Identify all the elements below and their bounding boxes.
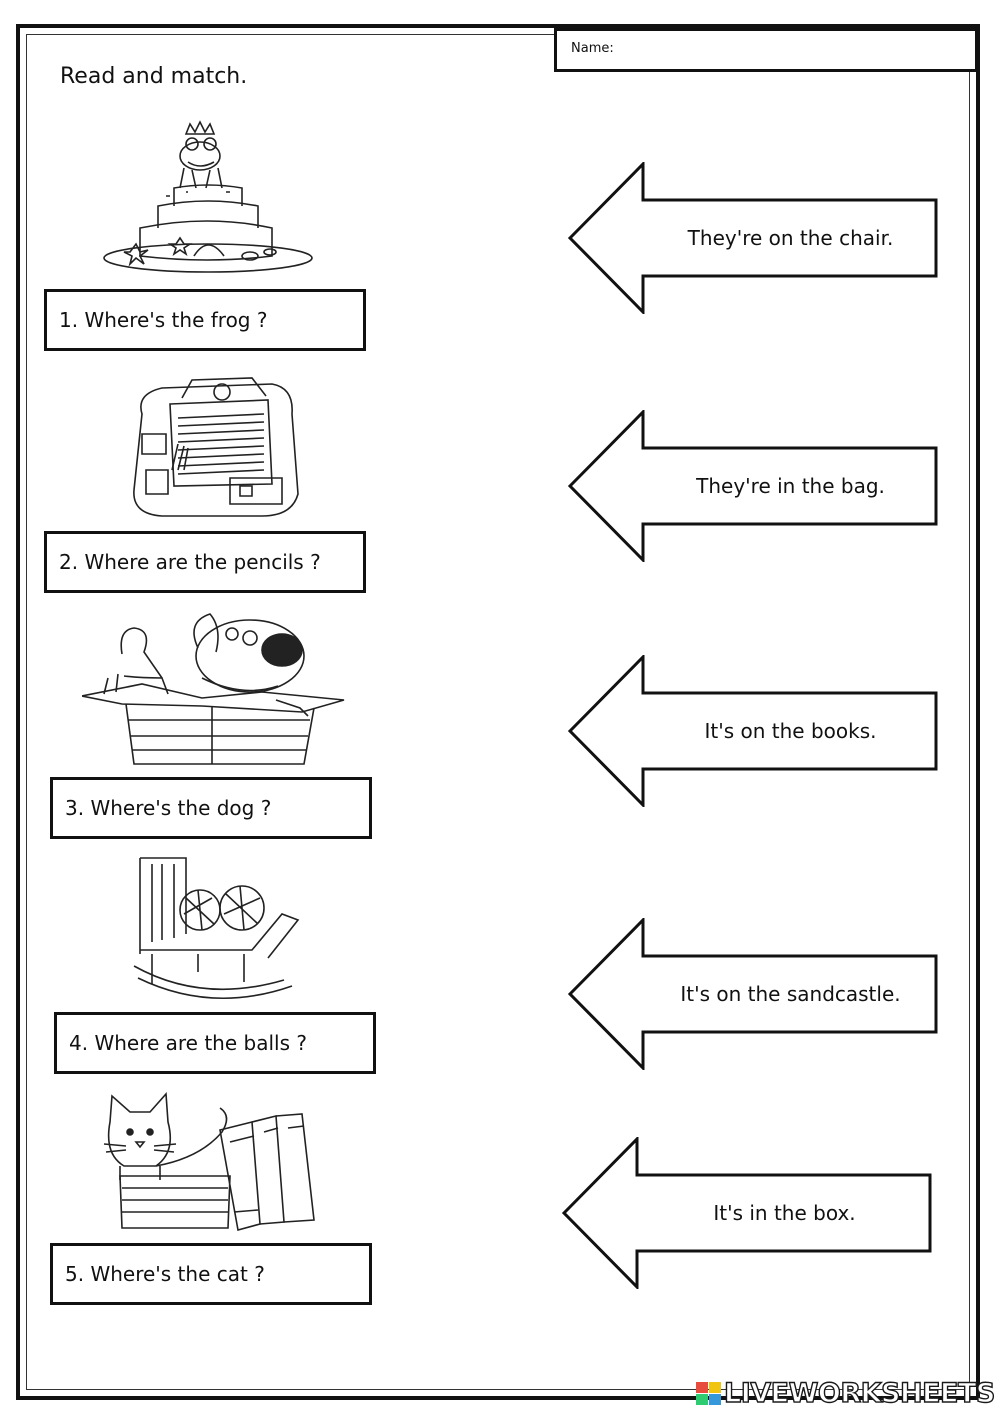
- question-text: 4. Where are the balls ?: [69, 1031, 307, 1055]
- question-text: 1. Where's the frog ?: [59, 308, 268, 332]
- frog-on-sandcastle-icon: [100, 116, 320, 276]
- answer-arrow-5[interactable]: It's in the box.: [562, 1137, 932, 1289]
- page-frame-inner: [26, 34, 970, 1390]
- answer-text: They're in the bag.: [696, 474, 885, 498]
- answer-text: It's on the sandcastle.: [680, 982, 901, 1006]
- school-bag-icon: [122, 374, 312, 524]
- answer-arrow-2[interactable]: They're in the bag.: [568, 410, 938, 562]
- question-box-5[interactable]: 5. Where's the cat ?: [50, 1243, 372, 1305]
- answer-arrow-3[interactable]: It's on the books.: [568, 655, 938, 807]
- logo-text: LIVEWORKSHEETS: [723, 1377, 996, 1409]
- answer-text: It's in the box.: [713, 1201, 856, 1225]
- dog-in-box-icon: [81, 608, 346, 770]
- arrow-left-icon: [568, 655, 938, 807]
- answer-text: It's on the books.: [704, 719, 877, 743]
- question-text: 5. Where's the cat ?: [65, 1262, 265, 1286]
- arrow-left-icon: [562, 1137, 932, 1289]
- arrow-left-icon: [568, 918, 938, 1070]
- answer-arrow-4[interactable]: It's on the sandcastle.: [568, 918, 938, 1070]
- question-box-3[interactable]: 3. Where's the dog ?: [50, 777, 372, 839]
- name-field[interactable]: Name:: [554, 28, 978, 72]
- arrow-left-icon: [568, 410, 938, 562]
- cat-on-books-icon: [100, 1092, 324, 1236]
- question-text: 3. Where's the dog ?: [65, 796, 272, 820]
- arrow-left-icon: [568, 162, 938, 314]
- question-box-2[interactable]: 2. Where are the pencils ?: [44, 531, 366, 593]
- question-box-4[interactable]: 4. Where are the balls ?: [54, 1012, 376, 1074]
- answer-text: They're on the chair.: [687, 226, 894, 250]
- question-text: 2. Where are the pencils ?: [59, 550, 321, 574]
- liveworksheets-logo: LIVEWORKSHEETS: [696, 1376, 996, 1410]
- rocking-chair-balls-icon: [132, 854, 308, 1004]
- question-box-1[interactable]: 1. Where's the frog ?: [44, 289, 366, 351]
- answer-arrow-1[interactable]: They're on the chair.: [568, 162, 938, 314]
- name-label: Name:: [571, 41, 614, 56]
- page-frame: [16, 24, 980, 1400]
- instruction-title: Read and match.: [60, 64, 248, 89]
- logo-mark-icon: [696, 1382, 722, 1406]
